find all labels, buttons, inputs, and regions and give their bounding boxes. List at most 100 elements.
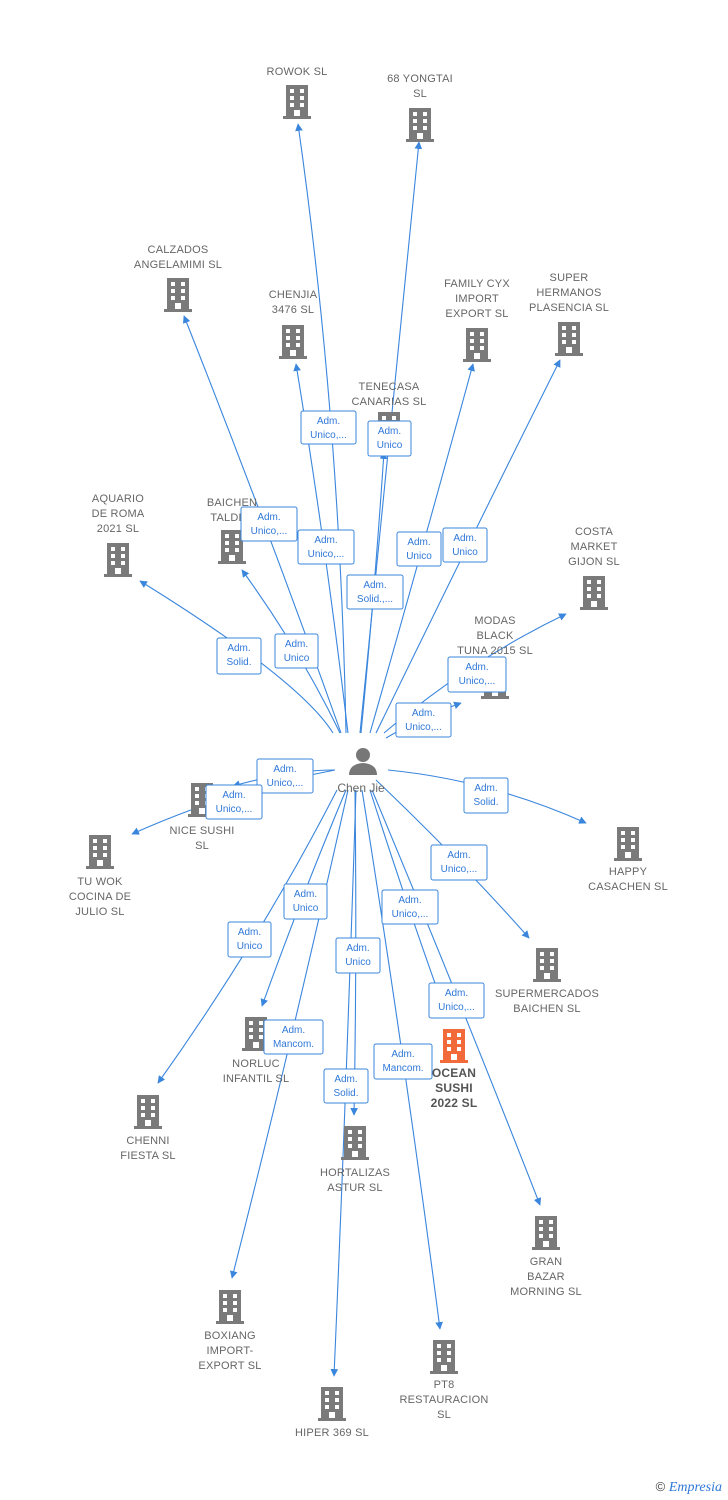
role-badge-familycyx[interactable]: Adm.Unico [396, 531, 442, 567]
role-text: Solid. [333, 1088, 358, 1099]
company-label: ROWOK SL [267, 66, 328, 78]
building-icon [580, 576, 608, 610]
company-node-chenjia[interactable]: CHENJIA 3476 SL [269, 289, 318, 359]
role-badge-box [447, 656, 507, 693]
building-icon [614, 827, 642, 861]
role-badge-box [395, 702, 452, 738]
company-label: TU WOK [77, 876, 123, 888]
role-badge-oceansushi[interactable]: Adm. Unico,... [381, 889, 439, 925]
role-badge-norluc[interactable]: Adm.Unico [283, 883, 328, 920]
role-badge-box [240, 506, 298, 542]
company-label: PLASENCIA SL [529, 302, 609, 314]
role-badge-rowok[interactable]: Adm.Unico,... [300, 410, 357, 445]
building-icon [134, 1095, 162, 1129]
building-icon [430, 1340, 458, 1374]
company-label: TENECASA [359, 381, 420, 393]
company-label: CHENJIA [269, 289, 318, 301]
brand-logo[interactable]: Empresia [668, 1480, 722, 1495]
role-badge-box [274, 633, 319, 669]
company-label: GRAN [530, 1256, 563, 1268]
company-label: SL [437, 1409, 451, 1421]
role-text: Mancom. [273, 1039, 314, 1050]
role-badge-boxiang[interactable]: Adm. Mancom. [263, 1019, 324, 1055]
company-label: 3476 SL [272, 304, 314, 316]
building-icon [463, 328, 491, 362]
role-text: Adm. [447, 850, 470, 861]
role-badge-nicesushi[interactable]: Adm.Unico,... [256, 758, 314, 794]
role-badge-box [442, 527, 488, 563]
role-badge-box [323, 1068, 369, 1104]
role-text: Unico [284, 653, 310, 664]
role-badge-hiper369[interactable]: Adm.Solid. [323, 1068, 369, 1104]
role-badge-baichentaldea[interactable]: Adm.Unico [274, 633, 319, 669]
role-badge-tenecasa[interactable]: Adm.Solid.,... [346, 574, 404, 610]
copyright-symbol: © [655, 1479, 666, 1494]
role-text: Adm. [238, 927, 261, 938]
company-label: BAZAR [527, 1271, 565, 1283]
role-text: Unico [345, 957, 371, 968]
company-label: 2022 SL [431, 1096, 478, 1110]
company-label: SL [195, 840, 209, 852]
company-label: HORTALIZAS [320, 1167, 390, 1179]
role-text: Adm. [412, 708, 435, 719]
role-badge-modasblack[interactable]: Adm.Unico,... [395, 702, 452, 738]
role-badge-box [297, 529, 355, 565]
footer-copyright: © Empresia [656, 1479, 722, 1496]
role-text: Adm. [257, 512, 280, 523]
role-badge-costamarket[interactable]: Adm.Unico,... [447, 656, 507, 693]
role-badge-chenjia[interactable]: Adm.Unico,... [297, 529, 355, 565]
role-badge-chenni[interactable]: Adm.Unico [227, 921, 272, 958]
role-text: Unico [406, 551, 432, 562]
company-label: NORLUC [232, 1058, 280, 1070]
company-node-hiper369[interactable]: HIPER 369 SL [295, 1387, 369, 1439]
role-badge-yongtai[interactable]: Adm.Unico [367, 420, 412, 457]
role-text: Solid. [473, 797, 498, 808]
role-text: Unico,... [392, 909, 429, 920]
company-label: BOXIANG [204, 1330, 256, 1342]
role-text: Unico,... [308, 549, 345, 560]
building-icon [440, 1029, 468, 1063]
role-badge-hortalizas[interactable]: Adm. Unico [335, 937, 381, 974]
role-badge-supermercados[interactable]: Adm.Unico,... [430, 844, 488, 881]
role-badge-granbazar[interactable]: Adm.Unico,... [428, 982, 485, 1019]
role-badge-pt8[interactable]: Adm.Mancom. [373, 1043, 433, 1080]
role-text: Adm. [398, 895, 421, 906]
center-person[interactable]: Chen Jie [337, 748, 385, 795]
role-text: Adm. [346, 943, 369, 954]
person-icon [349, 748, 377, 775]
company-node-rowok[interactable]: ROWOK SL [267, 66, 328, 119]
role-badge-aquario[interactable]: Adm.Solid. [216, 637, 262, 675]
company-label: BLACK [476, 630, 514, 642]
role-text: Unico [452, 547, 478, 558]
role-badge-happy[interactable]: Adm. Solid. [463, 777, 509, 814]
company-label: EXPORT SL [445, 308, 508, 320]
role-badge-calzados[interactable]: Adm.Unico,... [240, 506, 298, 542]
role-text: Adm. [282, 1025, 305, 1036]
center-person-name: Chen Jie [337, 781, 385, 795]
role-text: Unico,... [459, 676, 496, 687]
role-badge-superhermanos[interactable]: Adm.Unico [442, 527, 488, 563]
building-icon [341, 1126, 369, 1160]
role-badge-tuwok[interactable]: Adm.Unico,... [205, 784, 263, 820]
role-text: Adm. [474, 783, 497, 794]
